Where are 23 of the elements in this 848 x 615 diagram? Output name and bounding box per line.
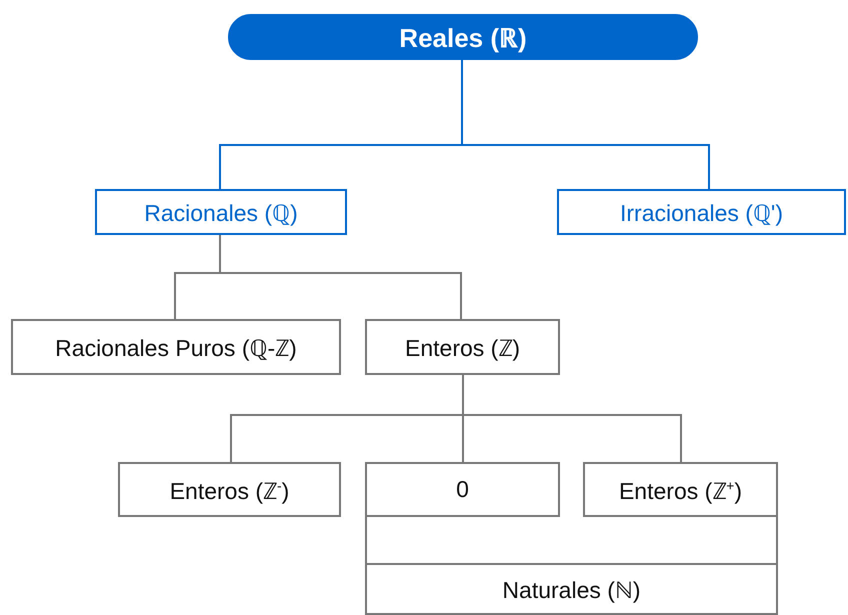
node-label: Naturales (ℕ) (502, 576, 641, 605)
node-label: Racionales (ℚ) (144, 199, 298, 228)
node-label: 0 (456, 476, 469, 503)
root-pill (228, 14, 698, 60)
category-box (557, 189, 846, 235)
connector-line (365, 517, 367, 563)
connector-line (461, 60, 710, 189)
category-box (11, 319, 341, 375)
category-box (365, 563, 778, 615)
node-label: Reales (ℝ) (399, 22, 527, 55)
connector-line (219, 235, 462, 319)
connector-line (776, 517, 778, 563)
node-label: Enteros (ℤ) (405, 334, 520, 363)
node-label: Irracionales (ℚ') (620, 199, 783, 228)
category-box (365, 462, 560, 517)
category-box (583, 462, 778, 517)
node-label: Racionales Puros (ℚ-ℤ) (55, 334, 297, 363)
category-box (118, 462, 341, 517)
node-label: Enteros (ℤ$^{-}$) (170, 476, 290, 506)
category-box (365, 319, 560, 375)
category-box (95, 189, 347, 235)
node-label: Enteros (ℤ$^{+}$) (618, 476, 742, 506)
connector-line (462, 375, 682, 462)
